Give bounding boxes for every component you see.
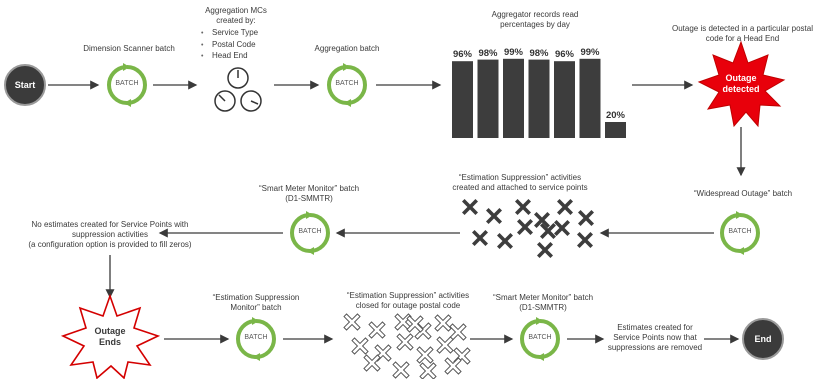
batch-icon: BATCH [104, 62, 150, 108]
outage-detected-desc: Outage is detected in a particular posta… [672, 24, 813, 43]
aggregation-mcs-title: Aggregation MCs created by: [205, 6, 267, 25]
batch-icon: BATCH [717, 210, 763, 256]
x-mark-outline-icon [444, 357, 462, 375]
batch-label: BATCH [115, 80, 139, 87]
batch-label: BATCH [728, 228, 752, 235]
x-mark-filled-icon [462, 199, 478, 215]
bar-value-label: 98% [529, 47, 549, 59]
bar [605, 122, 626, 138]
x-mark-filled-icon [557, 199, 573, 215]
x-mark-filled-icon [534, 212, 550, 228]
bar-value-label: 99% [580, 46, 600, 58]
aggregation-mcs-list: Service Type Postal Code Head End [201, 28, 258, 63]
x-mark-filled-icon [537, 242, 553, 258]
aggregation-mcs-item: Service Type [201, 28, 258, 40]
outage-detected-label: Outage detected [722, 73, 760, 94]
bar [528, 59, 550, 138]
suppression-marks-filled [462, 199, 594, 258]
x-mark-outline-icon [351, 337, 369, 355]
x-mark-outline-icon [363, 354, 381, 372]
x-mark-outline-icon [396, 333, 414, 351]
x-mark-outline-icon [343, 313, 361, 331]
batch-icon: BATCH [324, 62, 370, 108]
dimension-scanner-label: Dimension Scanner batch [83, 44, 175, 53]
aggregation-mcs-item: Head End [201, 51, 258, 63]
bar [554, 61, 575, 139]
x-mark-filled-icon [554, 220, 570, 236]
smm-batch-2-label: “Smart Meter Monitor” batch (D1-SMMTR) [492, 293, 594, 312]
batch-icon: BATCH [287, 210, 333, 256]
suppression-marks-outline [343, 313, 471, 379]
bar [503, 58, 524, 138]
batch-label: BATCH [244, 334, 268, 341]
bar-value-label: 96% [554, 49, 574, 61]
end-node: End [742, 318, 784, 360]
x-mark-outline-icon [368, 321, 386, 339]
x-mark-outline-icon [406, 315, 424, 333]
bar-chart [452, 58, 626, 139]
no-estimates-label: No estimates created for Service Points … [28, 220, 192, 249]
x-mark-filled-icon [515, 199, 531, 215]
outage-ends-star [60, 293, 161, 379]
batch-label: BATCH [528, 334, 552, 341]
x-mark-filled-icon [577, 232, 593, 248]
x-mark-outline-icon [449, 323, 467, 341]
aggregation-batch-label: Aggregation batch [314, 44, 380, 53]
aggregation-mcs-item: Postal Code [201, 40, 258, 52]
gauge-meters-icon [214, 67, 262, 112]
x-mark-filled-icon [497, 233, 513, 249]
batch-label: BATCH [335, 80, 359, 87]
start-node: Start [4, 64, 46, 106]
aggregator-records-label: Aggregator records read percentages by d… [491, 10, 579, 29]
x-mark-outline-icon [419, 362, 437, 379]
outage-detected-star [697, 40, 786, 128]
bar-value-label: 20% [605, 110, 625, 121]
suppression-monitor-label: “Estimation Suppression Monitor” batch [212, 293, 300, 312]
x-mark-outline-icon [392, 361, 410, 379]
widespread-outage-label: “Widespread Outage” batch [693, 189, 793, 198]
x-mark-outline-icon [434, 314, 452, 332]
bar-value-label: 96% [452, 49, 472, 61]
x-mark-filled-icon [486, 208, 502, 224]
x-mark-filled-icon [517, 219, 533, 235]
x-mark-filled-icon [472, 230, 488, 246]
bar [452, 61, 473, 139]
outage-ends-label: Outage Ends [94, 326, 126, 347]
x-mark-filled-icon [578, 210, 594, 226]
bar [477, 59, 499, 138]
estimates-created-label: Estimates created for Service Points now… [607, 323, 703, 352]
bar-value-label: 99% [503, 46, 523, 58]
x-mark-filled-icon [540, 223, 556, 239]
bar [579, 58, 601, 138]
suppression-created-label: “Estimation Suppression” activities crea… [452, 173, 588, 192]
suppression-closed-label: “Estimation Suppression” activities clos… [346, 291, 470, 310]
x-mark-outline-icon [436, 336, 454, 354]
x-mark-outline-icon [416, 346, 434, 364]
smm-batch-1-label: “Smart Meter Monitor” batch (D1-SMMTR) [258, 184, 360, 203]
bar-value-label: 98% [478, 47, 498, 59]
batch-icon: BATCH [517, 316, 563, 362]
batch-label: BATCH [298, 228, 322, 235]
batch-icon: BATCH [233, 316, 279, 362]
